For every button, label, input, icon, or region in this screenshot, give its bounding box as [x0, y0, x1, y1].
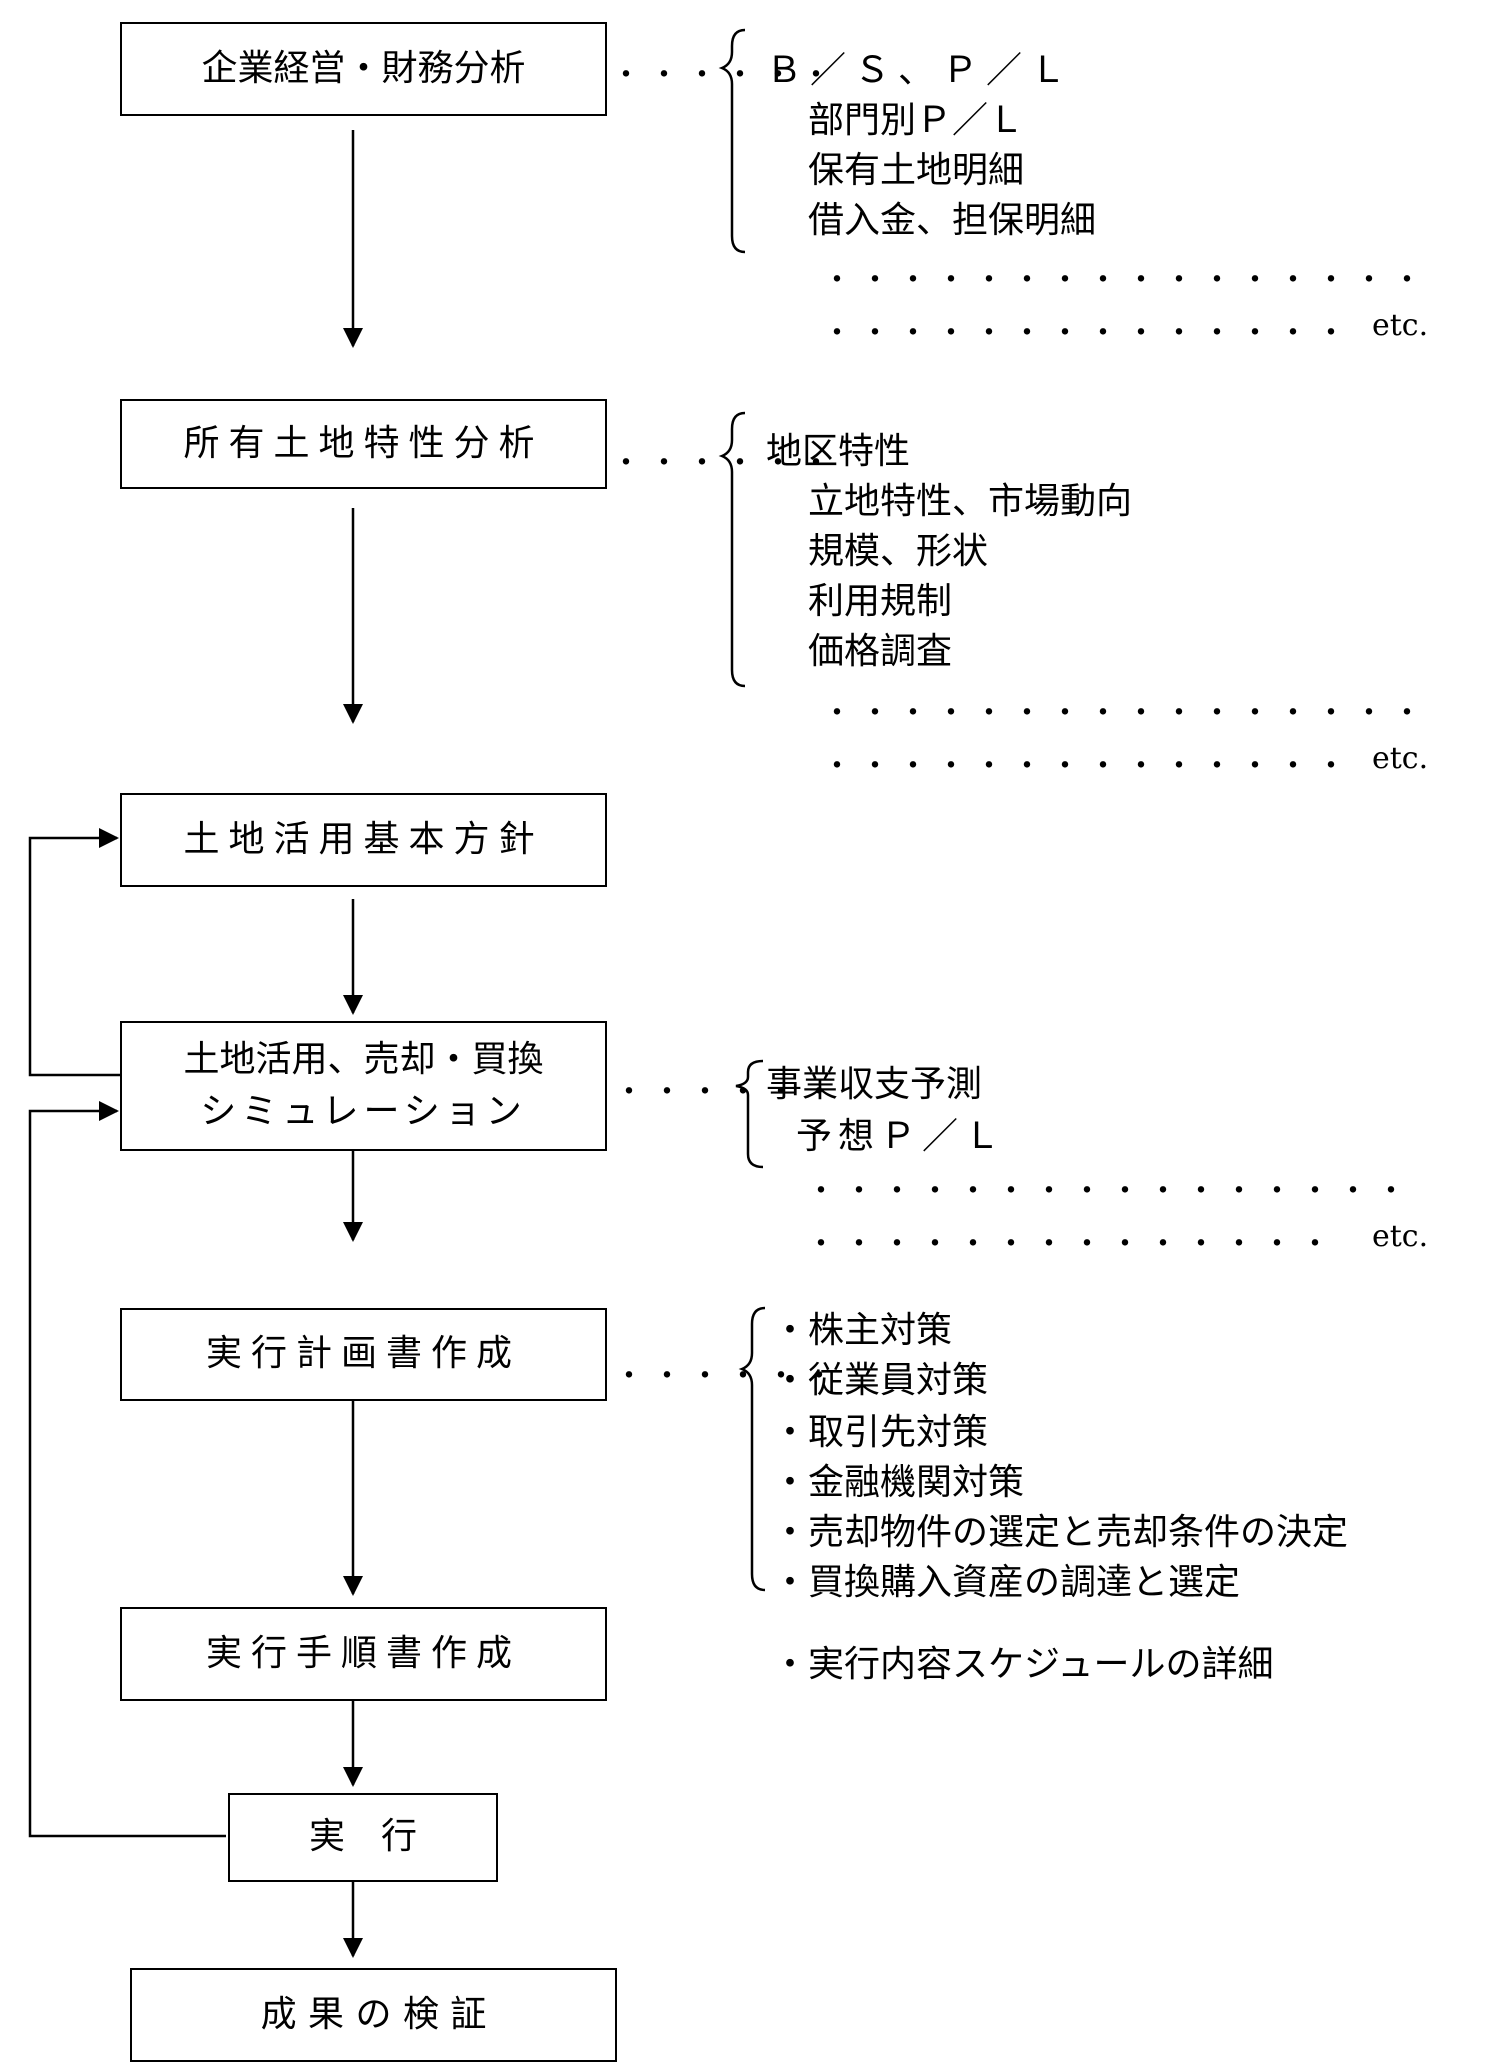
note-land-item-3: 規模、形状 [808, 531, 989, 572]
step-simulation-label-line1: 土地活用、売却・買換 [183, 1038, 544, 1080]
note-land-item-4: 利用規制 [808, 581, 953, 622]
list-dots-analysis-1: ・・・・・・・・・・・・・・・・・・・・・・・・・・・・・・・ [822, 263, 1422, 298]
note-plan-item-2: ・従業員対策 [772, 1360, 989, 1401]
step-procedure-document: 実行手順書作成 [120, 1607, 607, 1701]
note-procedure-item: ・実行内容スケジュールの詳細 [772, 1644, 1274, 1685]
brace-analysis [718, 28, 746, 254]
note-plan-item-3: ・取引先対策 [772, 1412, 989, 1453]
note-simulation-item-1: 事業収支予測 [766, 1064, 983, 1105]
note-plan-item-5: ・売却物件の選定と売却条件の決定 [772, 1512, 1349, 1553]
etc-analysis: etc. [1372, 308, 1429, 343]
note-plan-item-1: ・株主対策 [772, 1310, 953, 1351]
connector-dots-simulation: ・・・・・・ [614, 1075, 842, 1110]
feedback-arrow-simulation-to-policy [28, 828, 120, 1077]
list-dots-simulation-2: ・・・・・・・・・・・・・・・・・・・・・・・・・・・・・・・ [806, 1227, 1346, 1262]
note-plan-item-6: ・買換購入資産の調達と選定 [772, 1562, 1241, 1603]
step-land-analysis-label: 所有土地特性分析 [183, 422, 544, 464]
note-analysis-item-1: Ｂ／Ｓ、Ｐ／Ｌ [766, 50, 1075, 91]
step-execute: 実 行 [228, 1793, 498, 1882]
step-simulation: 土地活用、売却・買換 シミュレーション [120, 1021, 607, 1151]
step-execute-label: 実 行 [308, 1816, 417, 1858]
connector-dots-plan: ・・・・・・ [614, 1359, 842, 1394]
list-dots-simulation-1: ・・・・・・・・・・・・・・・・・・・・・・・・・・・・・・・ [806, 1174, 1422, 1209]
step-plan-document: 実行計画書作成 [120, 1308, 607, 1401]
step-simulation-label-line2: シミュレーション [200, 1091, 527, 1132]
step-basic-policy: 土地活用基本方針 [120, 793, 607, 887]
step-plan-document-label: 実行計画書作成 [205, 1333, 521, 1375]
step-financial-analysis: 企業経営・財務分析 [120, 22, 607, 116]
note-simulation-item-2: 予想Ｐ／Ｌ [796, 1116, 1007, 1157]
brace-land [718, 411, 746, 688]
etc-simulation: etc. [1372, 1219, 1429, 1254]
note-analysis-item-4: 借入金、担保明細 [808, 200, 1097, 241]
note-analysis-item-2: 部門別Ｐ／Ｌ [808, 100, 1025, 141]
note-land-item-2: 立地特性、市場動向 [808, 481, 1133, 522]
step-basic-policy-label: 土地活用基本方針 [183, 818, 544, 860]
list-dots-analysis-2: ・・・・・・・・・・・・・・・・・・・・・・・・・・・・・・・ [822, 316, 1342, 351]
list-dots-land-1: ・・・・・・・・・・・・・・・・・・・・・・・・・・・・・・・ [822, 696, 1422, 731]
step-procedure-document-label: 実行手順書作成 [205, 1632, 521, 1674]
etc-land: etc. [1372, 741, 1429, 776]
connector-dots-land: ・・・・・・ [611, 446, 839, 481]
step-financial-analysis-label: 企業経営・財務分析 [201, 47, 526, 89]
brace-plan [738, 1306, 766, 1592]
note-analysis-item-3: 保有土地明細 [808, 150, 1025, 191]
step-land-analysis: 所有土地特性分析 [120, 399, 607, 489]
note-land-item-1: 地区特性 [766, 431, 911, 472]
feedback-arrow-execute-to-simulation [28, 1101, 226, 1838]
note-plan-item-4: ・金融機関対策 [772, 1462, 1025, 1503]
step-verify-results: 成 果 の 検 証 [130, 1968, 617, 2062]
brace-simulation [735, 1059, 764, 1169]
list-dots-land-2: ・・・・・・・・・・・・・・・・・・・・・・・・・・・・・・・ [822, 749, 1342, 784]
step-verify-results-label: 成 果 の 検 証 [260, 1993, 487, 2035]
connector-dots-analysis: ・・・・・・ [611, 58, 839, 93]
note-land-item-5: 価格調査 [808, 631, 953, 672]
